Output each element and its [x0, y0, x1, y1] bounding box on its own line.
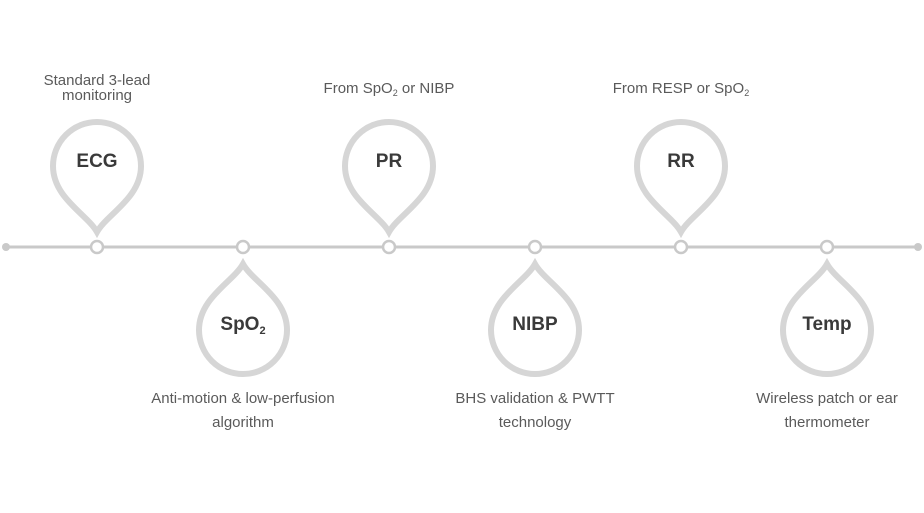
timeline-node-spo2 [235, 239, 251, 255]
pin-ecg: ECG [49, 118, 145, 239]
desc-nibp-line-1: BHS validation & PWTT [455, 390, 615, 407]
desc-rr: From RESP or SpO2 [564, 78, 798, 104]
pin-label-temp: Temp [802, 314, 852, 335]
timeline-node-pr [381, 239, 397, 255]
desc-ecg: Standard 3-lead monitoring [0, 70, 194, 107]
pin-up-shape [487, 257, 583, 377]
pin-down-shape [633, 119, 729, 239]
pin-label-spo2-sub: 2 [259, 325, 266, 337]
desc-spo2: Anti-motion & low-perfusion algorithm [123, 388, 363, 434]
desc-pr-sub: 2 [392, 88, 398, 98]
pin-up-shape [195, 257, 291, 377]
pin-rr: RR [633, 118, 729, 239]
desc-nibp-line-2: technology [498, 414, 572, 431]
desc-spo2-line-2: algorithm [212, 414, 274, 431]
pin-nibp: NIBP [487, 257, 583, 378]
timeline-node-temp [819, 239, 835, 255]
timeline-node-rr [673, 239, 689, 255]
desc-rr-sub: 2 [744, 88, 750, 98]
timeline-end-dot-right [914, 243, 922, 251]
desc-nibp: BHS validation & PWTT technology [425, 388, 645, 434]
desc-temp: Wireless patch or ear thermometer [734, 388, 920, 434]
desc-pr-pre: From SpO [323, 80, 393, 97]
desc-ecg-line-1: Standard 3-lead [43, 72, 151, 89]
desc-ecg-line-2: monitoring [61, 87, 133, 104]
pin-temp: Temp [779, 257, 875, 378]
desc-pr: From SpO2 or NIBP [272, 78, 506, 104]
pin-down-shape [341, 119, 437, 239]
pin-label-ecg: ECG [76, 151, 118, 172]
pin-label-rr: RR [667, 151, 695, 172]
pin-label-pr: PR [375, 151, 403, 172]
pin-pr: PR [341, 118, 437, 239]
desc-temp-line-1: Wireless patch or ear [756, 390, 898, 407]
desc-temp-line-2: thermometer [784, 414, 870, 431]
desc-rr-pre: From RESP or SpO [612, 80, 745, 97]
timeline-node-ecg [89, 239, 105, 255]
timeline-node-nibp [527, 239, 543, 255]
pin-label-nibp: NIBP [512, 314, 558, 335]
desc-spo2-line-1: Anti-motion & low-perfusion [151, 390, 335, 407]
pin-label-spo2: SpO2 [195, 314, 291, 337]
pin-down-shape [49, 119, 145, 239]
desc-pr-post: or NIBP [397, 80, 455, 97]
pin-spo2: SpO2 [195, 257, 291, 378]
pin-label-spo2-text: SpO [220, 314, 260, 335]
timeline-end-dot-left [2, 243, 10, 251]
pin-up-shape [779, 257, 875, 377]
